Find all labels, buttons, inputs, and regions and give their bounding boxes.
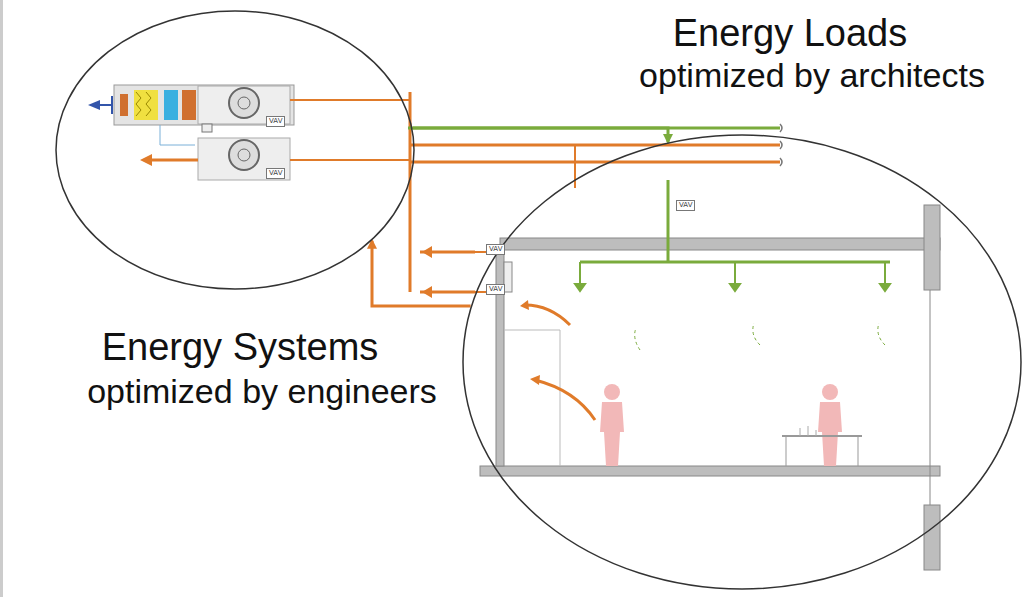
desk bbox=[782, 426, 862, 466]
circle-outline bbox=[462, 134, 1022, 590]
vav-box-label: VAV bbox=[486, 244, 505, 255]
page-border bbox=[0, 0, 3, 597]
air-duct-connector bbox=[413, 128, 668, 142]
occupant bbox=[600, 384, 842, 466]
vav-box-label: VAV bbox=[676, 200, 695, 211]
exhaust-fan bbox=[140, 138, 290, 180]
ductwork bbox=[290, 92, 782, 298]
region-subtitle: optimized by architects bbox=[636, 56, 988, 95]
vav-box-label: VAV bbox=[486, 284, 505, 295]
vav-box-label: VAV bbox=[266, 168, 285, 179]
region-circle: Energy Systemsoptimized by engineers bbox=[55, 10, 415, 290]
room-section bbox=[480, 180, 940, 570]
vav-box-label: VAV bbox=[266, 116, 285, 127]
region-title: Energy Systems bbox=[99, 326, 382, 370]
circle-outline bbox=[55, 10, 415, 290]
region-subtitle: optimized by engineers bbox=[84, 372, 440, 411]
air-duct-connector bbox=[372, 241, 471, 306]
region-title: Energy Loads bbox=[670, 12, 911, 56]
air-handling-unit bbox=[88, 85, 294, 145]
region-circle: Energy Loadsoptimized by architects bbox=[462, 134, 1022, 590]
